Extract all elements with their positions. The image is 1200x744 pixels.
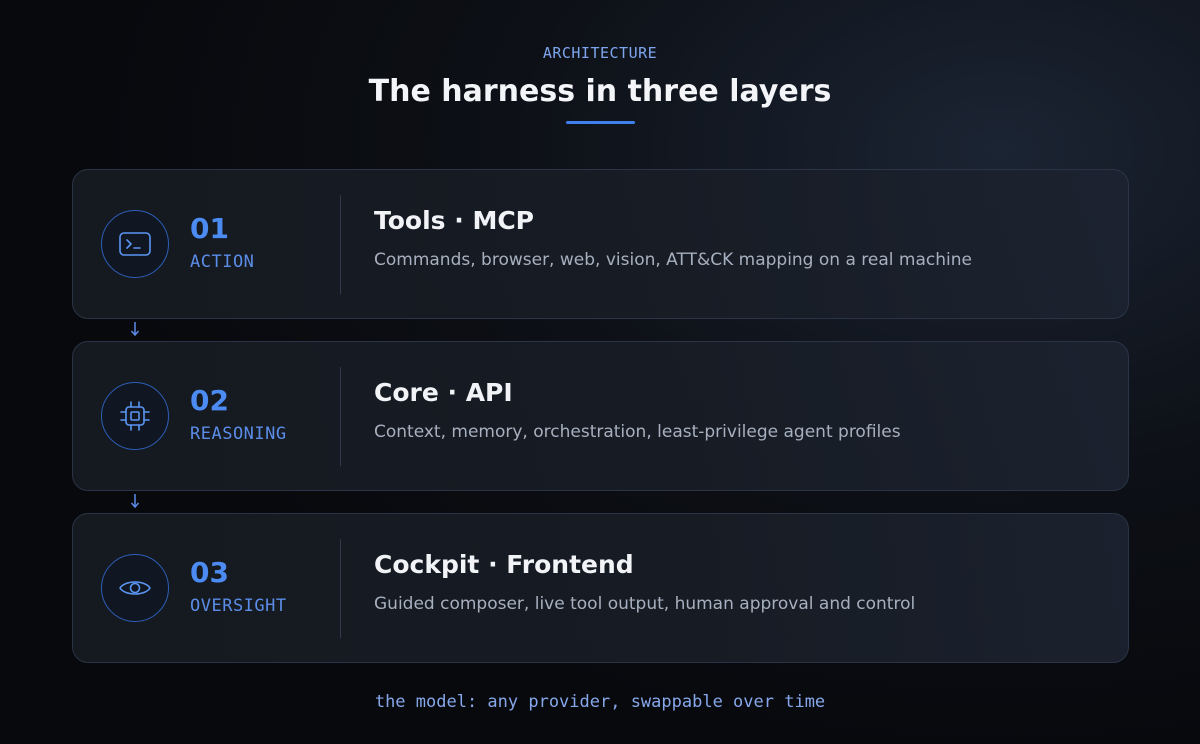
layer-card-oversight: 03 OVERSIGHT Cockpit · Frontend Guided c… xyxy=(72,513,1129,663)
card-divider xyxy=(340,367,341,466)
icon-badge xyxy=(101,382,169,450)
down-arrow-icon xyxy=(130,322,140,337)
icon-badge xyxy=(101,210,169,278)
terminal-icon xyxy=(119,232,151,256)
eye-icon xyxy=(119,581,151,595)
layer-card-reasoning: 02 REASONING Core · API Context, memory,… xyxy=(72,341,1129,491)
layer-title: Core · API xyxy=(374,378,513,407)
layer-tag: REASONING xyxy=(190,424,287,444)
card-divider xyxy=(340,195,341,294)
cpu-chip-icon xyxy=(120,401,150,431)
layer-title: Cockpit · Frontend xyxy=(374,550,634,579)
layer-number: 01 xyxy=(190,212,229,245)
layer-description: Guided composer, live tool output, human… xyxy=(374,594,916,614)
card-divider xyxy=(340,539,341,638)
page-title: The harness in three layers xyxy=(368,74,832,109)
layer-number: 02 xyxy=(190,384,229,417)
icon-badge xyxy=(101,554,169,622)
layer-tag: ACTION xyxy=(190,252,255,272)
down-arrow-icon xyxy=(130,494,140,509)
footer-note: the model: any provider, swappable over … xyxy=(374,692,826,712)
layer-number: 03 xyxy=(190,556,229,589)
eyebrow-label: ARCHITECTURE xyxy=(542,44,658,62)
layer-title: Tools · MCP xyxy=(374,206,534,235)
title-underline xyxy=(566,121,635,124)
layer-description: Commands, browser, web, vision, ATT&CK m… xyxy=(374,250,972,270)
layer-card-action: 01 ACTION Tools · MCP Commands, browser,… xyxy=(72,169,1129,319)
layer-description: Context, memory, orchestration, least-pr… xyxy=(374,422,901,442)
layer-tag: OVERSIGHT xyxy=(190,596,287,616)
